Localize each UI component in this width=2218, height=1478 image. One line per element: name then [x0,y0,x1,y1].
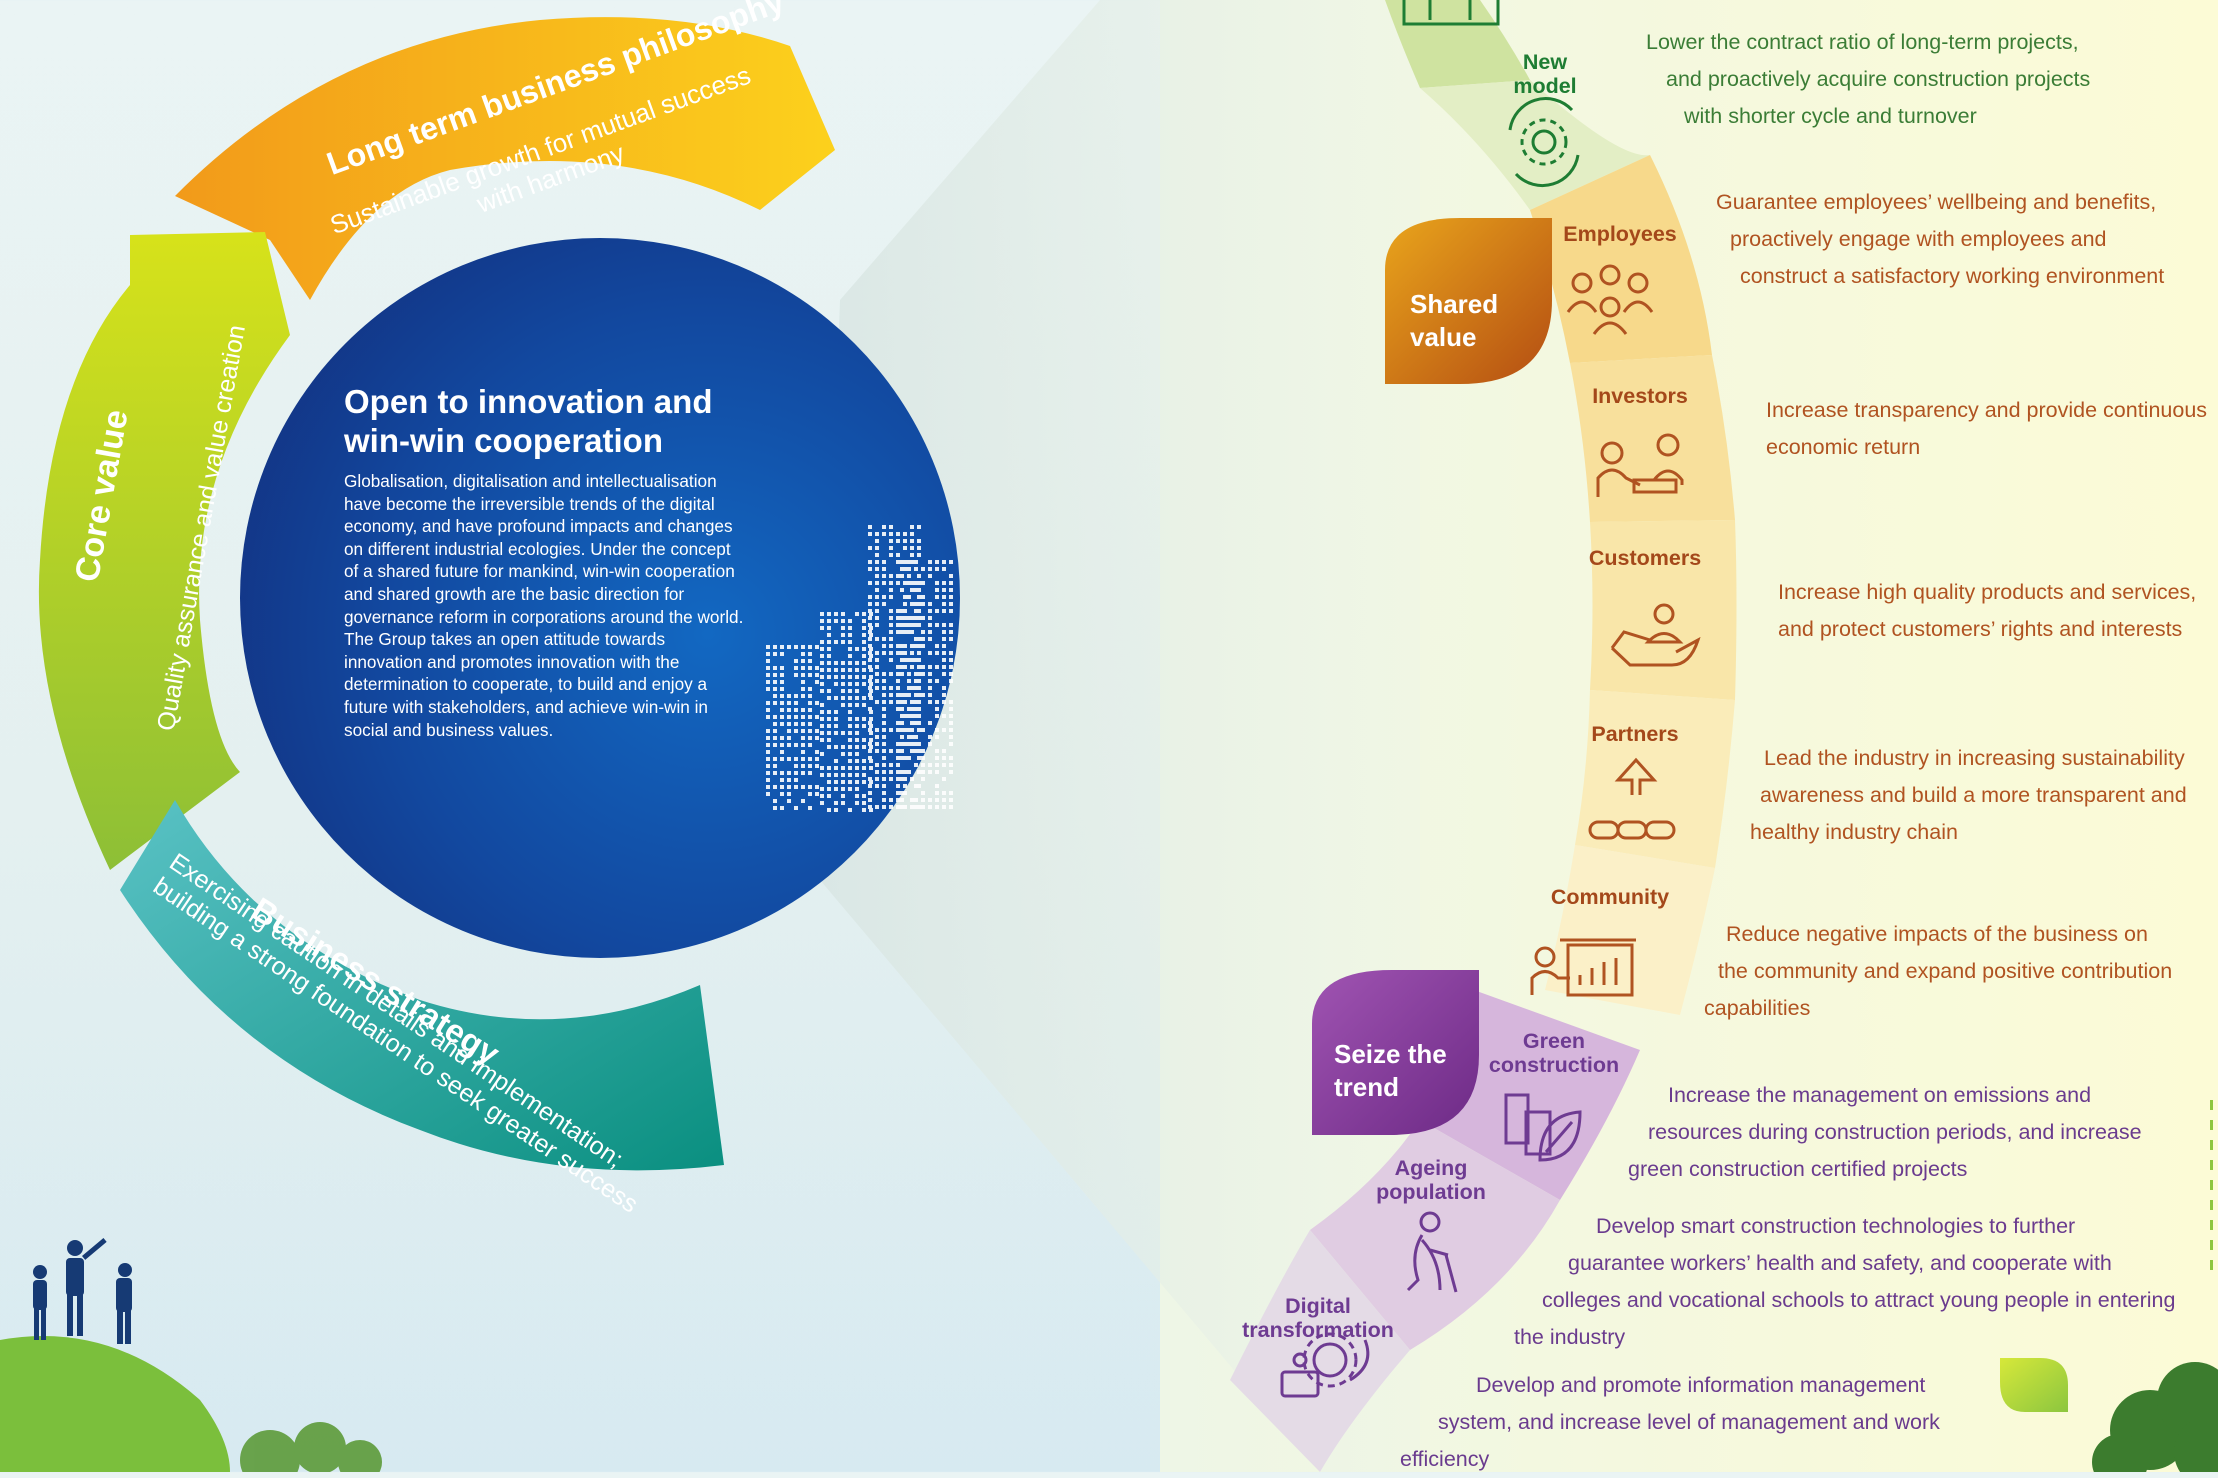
desc-digital-transformation: Develop and promote information manageme… [1400,1373,1940,1471]
label-partners: Partners [1591,722,1679,746]
meeting-icon [1596,433,1684,497]
people-silhouette [33,1238,132,1344]
desc-customers: Increase high quality products and servi… [1778,580,2197,641]
skyline-graphic [766,525,953,812]
desc-ageing-population: Develop smart construction technologies … [1514,1214,2176,1349]
label-employees: Employees [1563,222,1677,246]
center-text-block: Open to innovation and win-win cooperati… [344,382,744,741]
label-investors: Investors [1592,384,1688,408]
desc-investors: Increase transparency and provide contin… [1766,398,2208,459]
label-customers: Customers [1588,546,1702,570]
label-ageing-population: Ageing population [1376,1156,1486,1204]
desc-green-construction: Increase the management on emissions and… [1628,1083,2142,1181]
seize-trend-badge: Seize the trend [1334,1039,1447,1102]
building-leaf-icon [1504,1093,1582,1162]
center-body: Globalisation, digitalisation and intell… [344,471,744,740]
desc-partners: Lead the industry in increasing sustaina… [1750,746,2187,844]
people-group-icon [1566,264,1654,335]
label-green-construction: Green construction [1488,1029,1620,1077]
building-icon-top [1402,0,1500,26]
desc-new-model: Lower the contract ratio of long-term pr… [1646,30,2091,128]
label-community: Community [1550,885,1670,909]
hand-care-icon [1610,603,1701,667]
label-digital-transformation: Digital transformation [1242,1294,1394,1342]
center-title: Open to innovation and win-win cooperati… [344,383,713,459]
gear-cycle-icon [1508,97,1580,188]
shared-value-badge: Shared value [1410,289,1499,352]
desc-employees: Guarantee employees’ wellbeing and benef… [1716,190,2165,288]
chain-link-icon [1588,757,1676,840]
label-new-model: New model [1513,50,1577,98]
digital-gear-icon [1280,1332,1370,1398]
desc-community: Reduce negative impacts of the business … [1704,922,2173,1020]
presentation-icon [1530,938,1636,997]
elderly-person-icon [1406,1211,1458,1293]
